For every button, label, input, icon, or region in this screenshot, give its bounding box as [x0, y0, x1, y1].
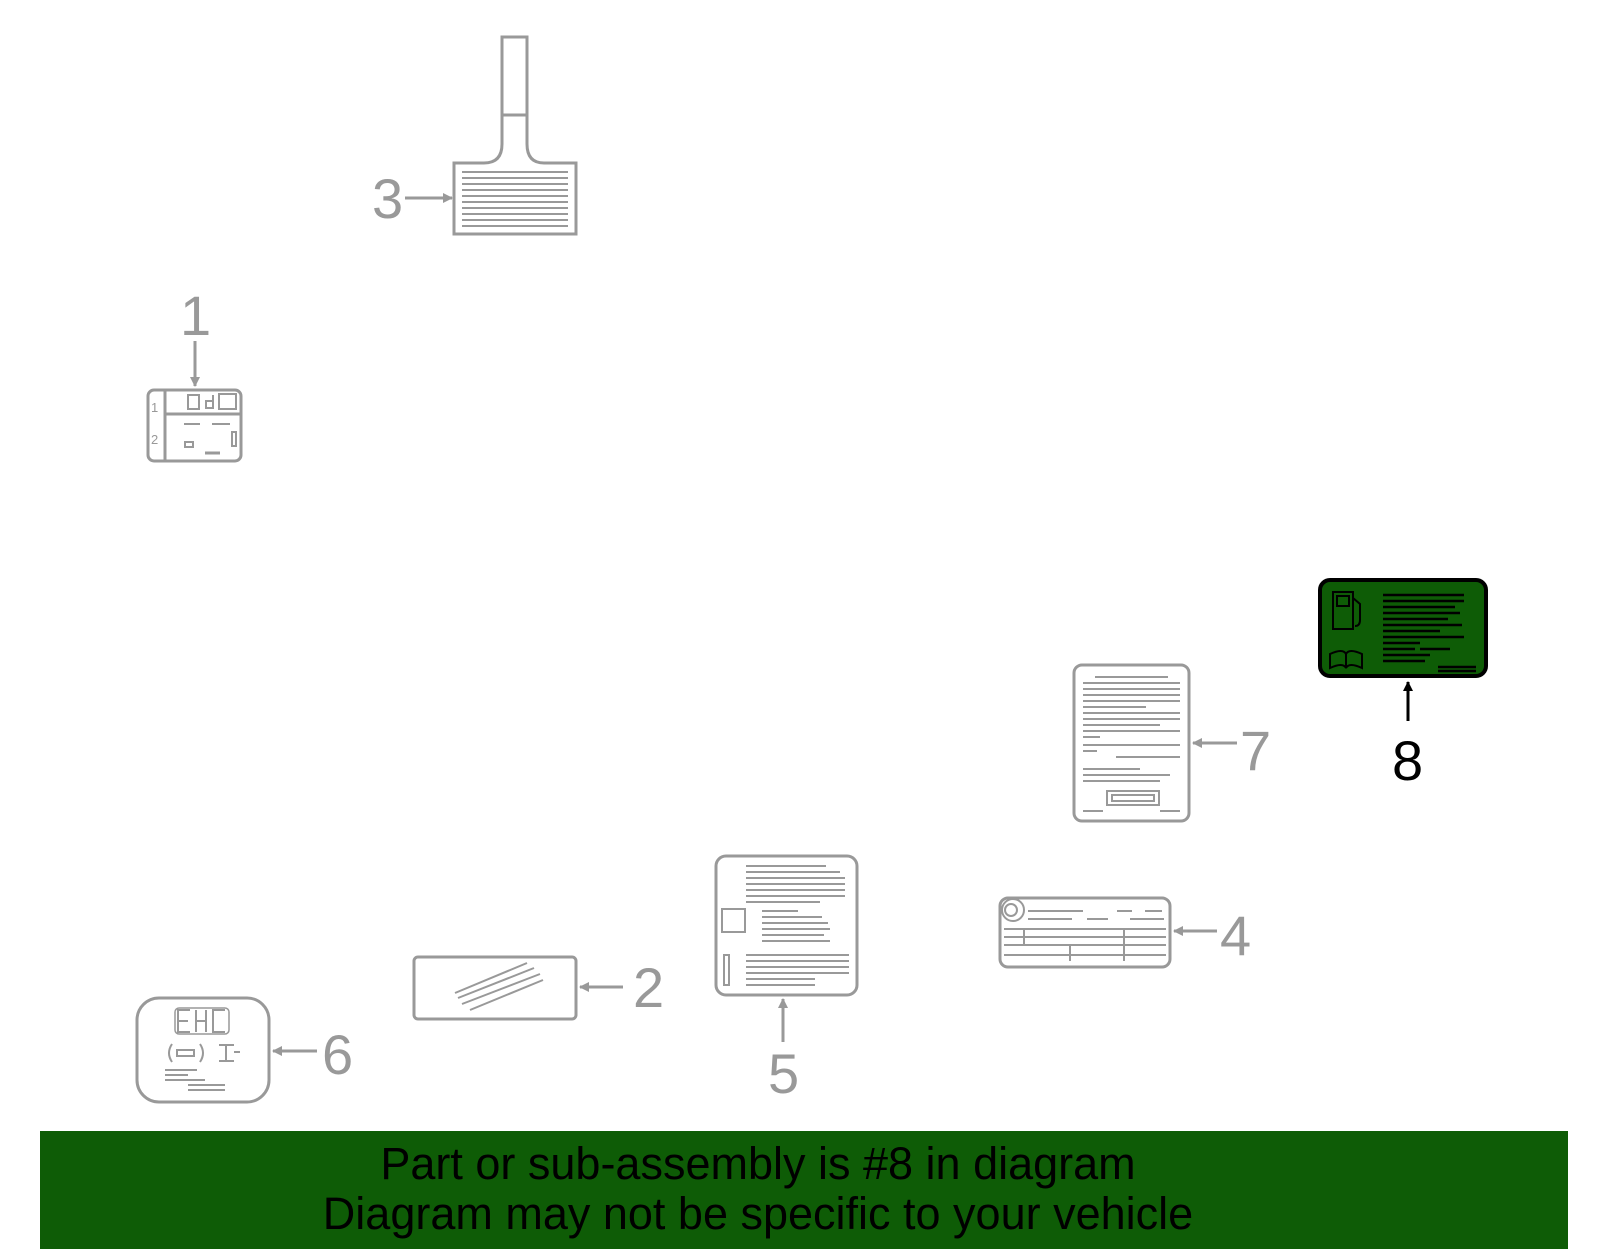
part-3-hang-tag[interactable] [452, 35, 578, 236]
part-5-label[interactable] [714, 854, 859, 997]
part-6-label[interactable] [135, 996, 271, 1104]
banner-line-part-number: Part or sub-assembly is #8 in diagram [380, 1138, 1136, 1189]
callout-number-4: 4 [1220, 904, 1251, 967]
banner-line-disclaimer: Diagram may not be specific to your vehi… [322, 1188, 1194, 1239]
info-banner: Part or sub-assembly is #8 in diagram Di… [40, 1131, 1568, 1249]
callout-number-3: 3 [372, 167, 403, 230]
callout-number-2: 2 [633, 956, 664, 1019]
svg-text:1: 1 [151, 400, 158, 415]
callout-number-5: 5 [768, 1042, 799, 1105]
callout-number-7: 7 [1240, 719, 1271, 782]
svg-text:2: 2 [151, 432, 158, 447]
callout-number-6: 6 [322, 1023, 353, 1086]
part-1-label[interactable]: 1 2 [146, 388, 243, 463]
part-2-label[interactable] [412, 955, 578, 1021]
part-4-label[interactable] [998, 896, 1172, 969]
part-8-label-highlighted[interactable] [1318, 578, 1488, 678]
callout-number-1: 1 [180, 284, 211, 347]
part-7-label[interactable] [1072, 663, 1191, 823]
callout-number-8: 8 [1392, 729, 1423, 792]
